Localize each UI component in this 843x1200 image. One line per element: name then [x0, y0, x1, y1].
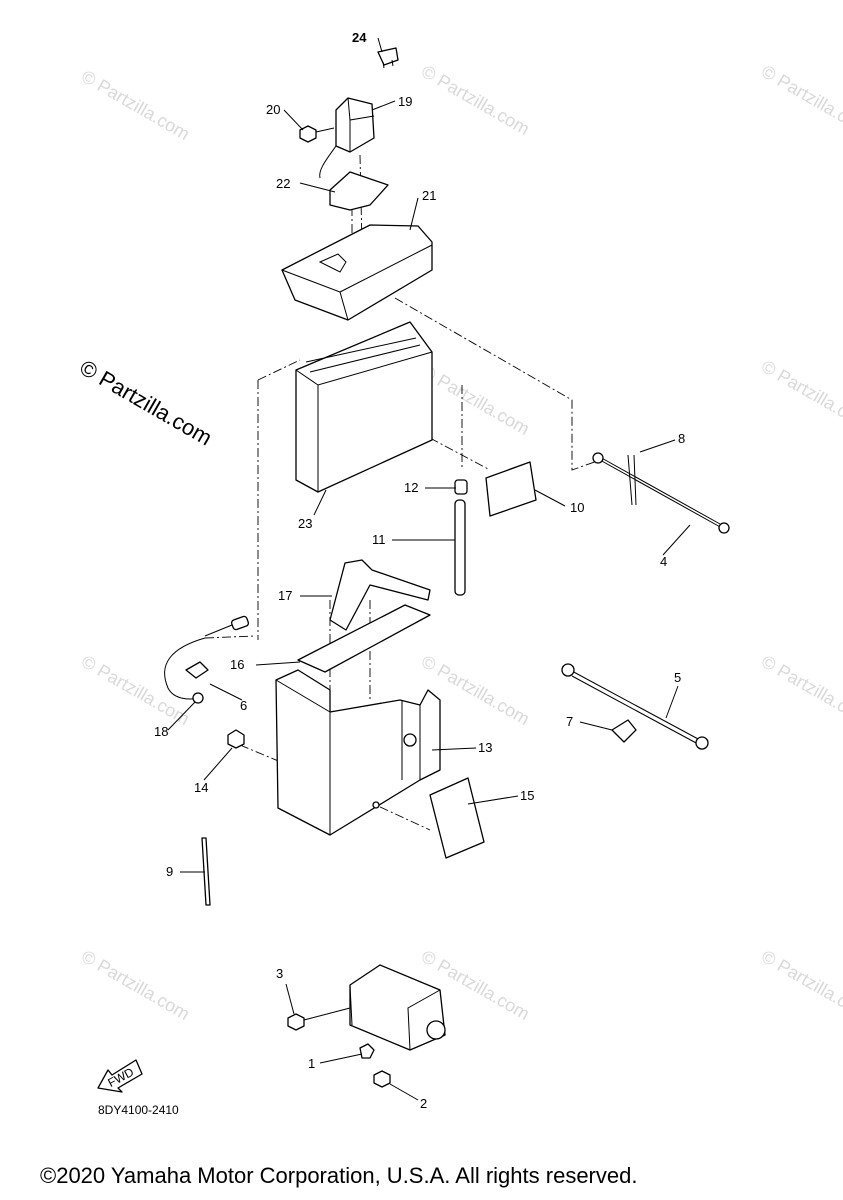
callout-labels: 24 19 20 22 21 23 12 11 10 8 4 17 16 6 1…: [154, 30, 685, 1111]
callout-14: 14: [194, 780, 208, 795]
callout-17: 17: [278, 588, 292, 603]
bolt-part: [227, 729, 245, 749]
leader-lines: [167, 37, 691, 1101]
watermark: © Partzilla.com: [418, 361, 533, 439]
bolt-part: [299, 125, 335, 143]
callout-15: 15: [520, 788, 534, 803]
callout-8: 8: [678, 431, 685, 446]
callout-9: 9: [166, 864, 173, 879]
callout-13: 13: [478, 740, 492, 755]
starter-relay-part: [319, 97, 375, 179]
callout-12: 12: [404, 480, 418, 495]
starter-motor-part: [287, 964, 446, 1088]
battery-cover-part: [281, 224, 433, 321]
watermark: © Partzilla.com: [758, 356, 843, 434]
callout-10: 10: [570, 500, 584, 515]
callout-2: 2: [420, 1096, 427, 1111]
callout-1: 1: [308, 1056, 315, 1071]
callout-24: 24: [352, 30, 367, 45]
callout-16: 16: [230, 657, 244, 672]
watermark: © Partzilla.com: [758, 946, 843, 1024]
negative-lead-part: [164, 615, 250, 704]
callout-18: 18: [154, 724, 168, 739]
callout-5: 5: [674, 670, 681, 685]
copyright-notice: ©2020 Yamaha Motor Corporation, U.S.A. A…: [40, 1163, 637, 1188]
callout-22: 22: [276, 176, 290, 191]
battery-pad-part: [485, 461, 537, 517]
watermark-main: © Partzilla.com: [76, 355, 217, 451]
forward-arrow: FWD: [97, 1059, 143, 1093]
watermark: © Partzilla.com: [78, 946, 193, 1024]
watermark: © Partzilla.com: [78, 66, 193, 144]
diagram-code: 8DY4100-2410: [98, 1103, 179, 1117]
plate-part: [429, 777, 485, 859]
breather-hose-part: [454, 479, 468, 596]
callout-3: 3: [276, 966, 283, 981]
callout-21: 21: [422, 188, 436, 203]
battery-cable-part: [592, 452, 730, 534]
callout-6: 6: [240, 698, 247, 713]
fuse-part: [377, 47, 399, 69]
callout-19: 19: [398, 94, 412, 109]
watermark: © Partzilla.com: [418, 61, 533, 139]
callout-23: 23: [298, 516, 312, 531]
watermark: © Partzilla.com: [758, 61, 843, 139]
starter-cable-part: [561, 663, 709, 750]
callout-7: 7: [566, 714, 573, 729]
clip-part: [201, 837, 211, 906]
battery-part: [295, 321, 433, 493]
battery-case-part: [275, 669, 441, 836]
watermark: © Partzilla.com: [758, 651, 843, 729]
holding-band-part: [329, 559, 431, 631]
watermark: © Partzilla.com: [78, 651, 193, 729]
callout-20: 20: [266, 102, 280, 117]
callout-11: 11: [372, 532, 386, 547]
callout-4: 4: [660, 554, 667, 569]
bracket-part: [329, 171, 389, 211]
sheet-part: [297, 604, 431, 673]
